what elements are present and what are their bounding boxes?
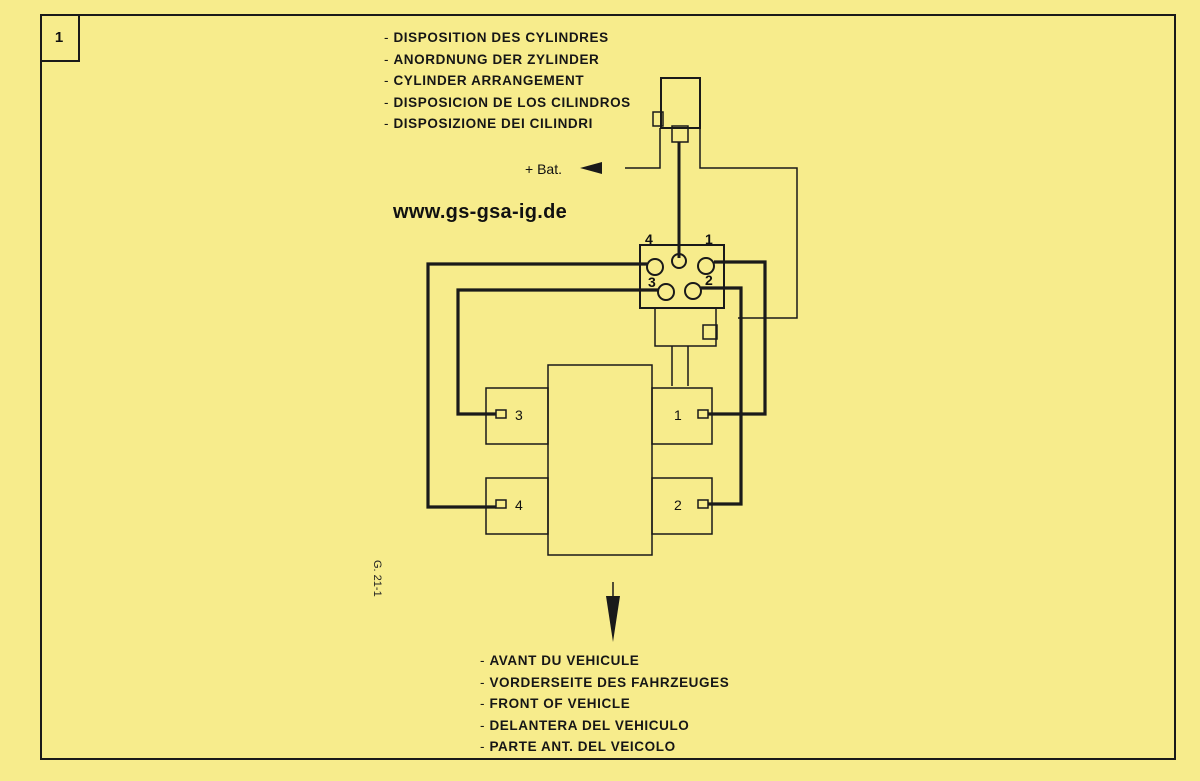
title-caption: DISPOSITION DES CYLINDRES ANORDNUNG DER … — [384, 27, 631, 135]
terminal-label-3: 3 — [648, 274, 656, 290]
terminal-4 — [646, 258, 664, 276]
cylinder-label-4: 4 — [515, 497, 523, 513]
distributor-body — [654, 307, 717, 347]
website-url: www.gs-gsa-ig.de — [393, 201, 568, 223]
spark-plug-3 — [495, 409, 507, 419]
title-line-de: ANORDNUNG DER ZYLINDER — [384, 49, 631, 71]
title-line-it: DISPOSIZIONE DEI CILINDRI — [384, 113, 631, 135]
terminal-3 — [657, 283, 675, 301]
ht-lead-3 — [456, 288, 658, 416]
cylinder-1-box — [651, 387, 713, 445]
front-line-es: DELANTERA DEL VEHICULO — [480, 715, 729, 737]
terminal-label-1: 1 — [705, 231, 713, 247]
battery-arrowhead — [580, 162, 602, 174]
ht-lead-2 — [701, 286, 743, 506]
engine-block — [547, 364, 653, 556]
cylinder-3-box — [485, 387, 549, 445]
drawing-reference: G. 21-1 — [371, 560, 383, 597]
terminal-label-4: 4 — [645, 231, 653, 247]
spark-plug-4 — [495, 499, 507, 509]
ht-lead-1 — [708, 260, 767, 416]
cylinder-label-3: 3 — [515, 407, 523, 423]
cylinder-label-2: 2 — [674, 497, 682, 513]
title-line-en: CYLINDER ARRANGEMENT — [384, 70, 631, 92]
terminal-center — [671, 253, 687, 269]
breaker-terminal — [702, 324, 718, 340]
page-border — [40, 14, 1176, 760]
title-line-es: DISPOSICION DE LOS CILINDROS — [384, 92, 631, 114]
coil-to-breaker-wire — [699, 110, 798, 319]
spark-plug-1 — [697, 409, 709, 419]
title-line-fr: DISPOSITION DES CYLINDRES — [384, 27, 631, 49]
cylinder-label-1: 1 — [674, 407, 682, 423]
cylinder-2-box — [651, 477, 713, 535]
front-line-de: VORDERSEITE DES FAHRZEUGES — [480, 672, 729, 694]
page-number: 1 — [40, 14, 80, 62]
terminal-2 — [684, 282, 702, 300]
coil-terminal — [652, 111, 664, 127]
terminal-1 — [697, 257, 715, 275]
spark-plug-2 — [697, 499, 709, 509]
battery-label: + Bat. — [525, 161, 562, 177]
front-line-en: FRONT OF VEHICLE — [480, 693, 729, 715]
battery-wire — [625, 128, 661, 169]
front-caption: AVANT DU VEHICULE VORDERSEITE DES FAHRZE… — [480, 650, 729, 758]
front-arrowhead — [606, 596, 620, 642]
terminal-label-2: 2 — [705, 272, 713, 288]
ht-lead-4 — [426, 262, 647, 509]
ignition-coil — [660, 77, 701, 129]
front-line-fr: AVANT DU VEHICULE — [480, 650, 729, 672]
front-line-it: PARTE ANT. DEL VEICOLO — [480, 736, 729, 758]
